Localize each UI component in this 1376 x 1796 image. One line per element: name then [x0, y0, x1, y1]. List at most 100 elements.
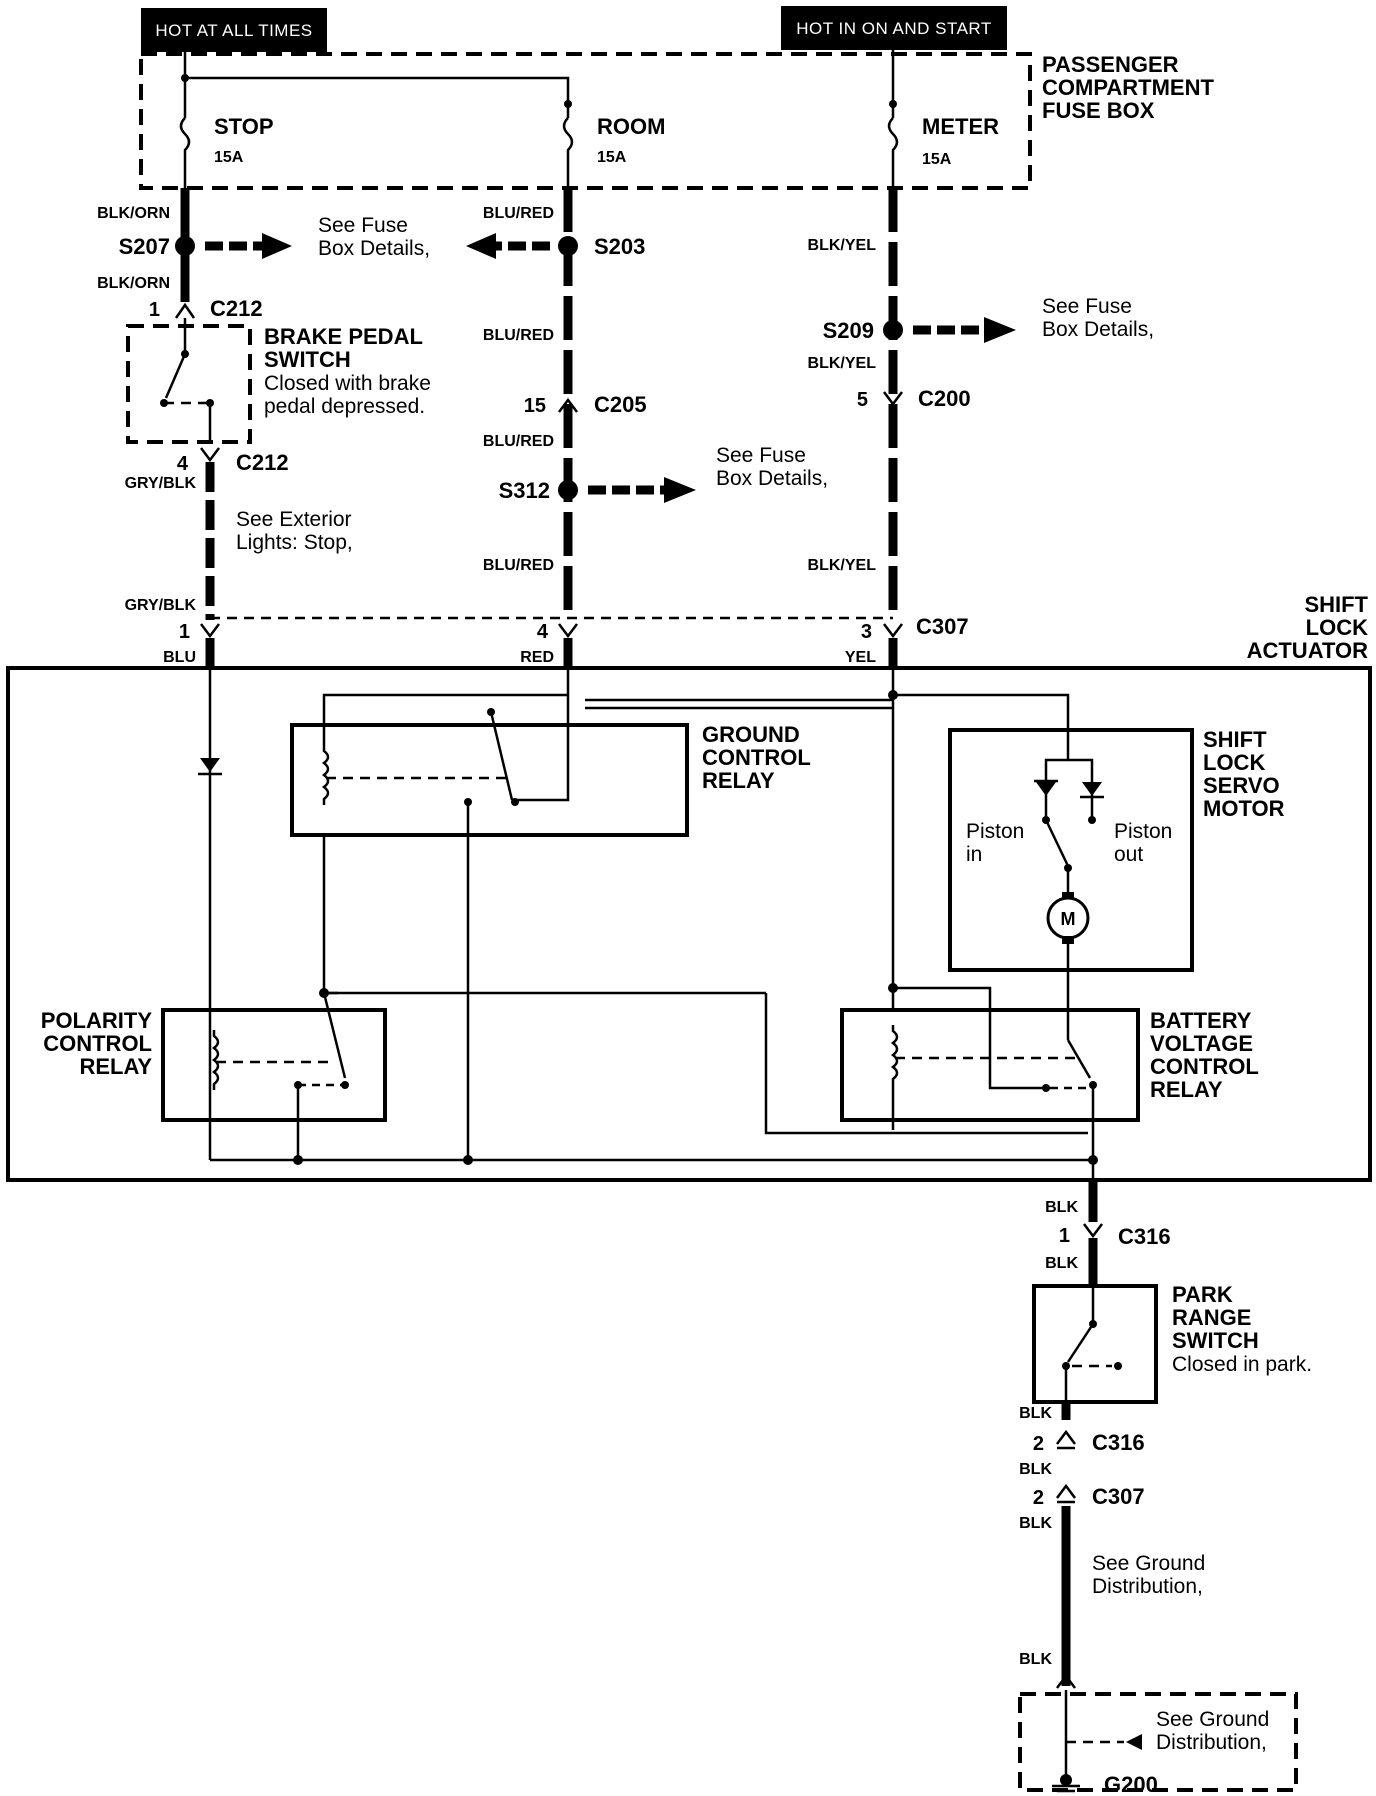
ground-control-relay-box: [290, 723, 689, 837]
wire-label-blk-5: BLK: [1019, 1515, 1052, 1532]
park-switch-title-2: RANGE: [1172, 1305, 1251, 1330]
splice-s209: [883, 320, 903, 340]
actuator-label-1: SHIFT: [1304, 592, 1368, 617]
park-range-switch-box: [1032, 1284, 1158, 1404]
connector-c212-bottom: C212: [236, 450, 289, 475]
battery-relay-label-2: VOLTAGE: [1150, 1031, 1253, 1056]
pin-c212-bottom: 4: [177, 453, 189, 475]
note-see-exterior-2: Lights: Stop,: [236, 531, 353, 554]
fuse-box-label-1: PASSENGER: [1042, 52, 1179, 77]
ground-relay-label-1: GROUND: [702, 722, 800, 747]
note-see-ground-box-1: See Ground: [1156, 1708, 1269, 1731]
park-switch-desc: Closed in park.: [1172, 1353, 1312, 1376]
pin-c307-1: 1: [179, 621, 190, 643]
note-see-ground-1: See Ground: [1092, 1552, 1205, 1575]
wire-label-red: RED: [520, 649, 554, 666]
ground-distribution-box: [1018, 1692, 1298, 1792]
pin-c307-bottom: 2: [1033, 1487, 1044, 1509]
wire-label-blk-4: BLK: [1019, 1461, 1052, 1478]
fuse-stop: STOP 15A: [179, 114, 274, 188]
wire-label-blu-red-4: BLU/RED: [483, 557, 554, 574]
brake-switch-desc-1: Closed with brake: [264, 372, 431, 395]
wire-label-blk-3: BLK: [1019, 1405, 1052, 1422]
splice-s209-label: S209: [823, 318, 874, 343]
actuator-label-3: ACTUATOR: [1247, 638, 1369, 663]
fuse-box-label-2: COMPARTMENT: [1042, 75, 1214, 100]
note-see-fuse-s312-2: Box Details,: [716, 467, 828, 490]
servo-label-3: SERVO: [1203, 773, 1280, 798]
actuator-label-2: LOCK: [1306, 615, 1368, 640]
ground-relay-label-2: CONTROL: [702, 745, 811, 770]
splice-s312-label: S312: [499, 478, 550, 503]
wire-label-blk-yel-3: BLK/YEL: [808, 557, 877, 574]
header-hot-in-on-start-text: HOT IN ON AND START: [796, 19, 992, 38]
polarity-control-relay-box: [161, 1008, 387, 1122]
ground-icon: [1052, 1784, 1080, 1793]
shift-lock-servo-motor-box: [948, 728, 1194, 972]
wire-label-blk-yel-1: BLK/YEL: [808, 237, 877, 254]
fuse-box-label-3: FUSE BOX: [1042, 98, 1155, 123]
connector-c212-top: C212: [210, 296, 263, 321]
splice-s207-label: S207: [119, 234, 170, 259]
pin-c200: 5: [857, 389, 868, 411]
note-see-ground-box-2: Distribution,: [1156, 1731, 1267, 1754]
wire-label-blu-red-2: BLU/RED: [483, 327, 554, 344]
note-see-fuse-s207-1: See Fuse: [318, 214, 408, 237]
connector-c205: C205: [594, 392, 647, 417]
servo-label-1: SHIFT: [1203, 727, 1267, 752]
piston-in-label-2: in: [966, 843, 982, 866]
brake-pedal-switch-box: [126, 324, 252, 444]
note-see-fuse-s312-1: See Fuse: [716, 444, 806, 467]
brake-switch-title-1: BRAKE PEDAL: [264, 324, 423, 349]
splice-s203: [558, 236, 578, 256]
wire-label-yel: YEL: [845, 649, 876, 666]
pin-c316-top: 1: [1059, 1225, 1070, 1247]
wire-label-blu: BLU: [163, 649, 196, 666]
wire-label-gry-blk-2: GRY/BLK: [125, 597, 197, 614]
fuse-meter: METER 15A: [887, 114, 999, 188]
fuse-room-rating: 15A: [597, 149, 627, 166]
connector-c200: C200: [918, 386, 971, 411]
wire-label-blk-yel-2: BLK/YEL: [808, 355, 877, 372]
wire-label-blk-orn-2: BLK/ORN: [97, 275, 170, 292]
header-hot-at-all-times: HOT AT ALL TIMES: [141, 8, 327, 52]
polarity-relay-label-3: RELAY: [79, 1054, 152, 1079]
shift-lock-actuator-box: [6, 666, 1372, 1182]
polarity-relay-label-1: POLARITY: [41, 1008, 153, 1033]
splice-s207: [175, 236, 195, 256]
wire-label-blk-orn-1: BLK/ORN: [97, 205, 170, 222]
pin-c316-bottom: 2: [1033, 1433, 1044, 1455]
battery-relay-label-1: BATTERY: [1150, 1008, 1252, 1033]
fuse-meter-rating: 15A: [922, 151, 952, 168]
servo-label-2: LOCK: [1203, 750, 1265, 775]
note-see-ground-2: Distribution,: [1092, 1575, 1203, 1598]
connector-c316-top: C316: [1118, 1224, 1171, 1249]
polarity-relay-label-2: CONTROL: [43, 1031, 152, 1056]
park-switch-title-1: PARK: [1172, 1282, 1233, 1307]
header-hot-at-all-times-text: HOT AT ALL TIMES: [155, 21, 312, 40]
connector-c307-top: C307: [916, 614, 969, 639]
splice-s312: [558, 480, 578, 500]
piston-out-label-1: Piston: [1114, 820, 1172, 843]
fuse-room-name: ROOM: [597, 114, 665, 139]
connector-c316-bottom: C316: [1092, 1430, 1145, 1455]
park-switch-title-3: SWITCH: [1172, 1328, 1259, 1353]
fuse-stop-rating: 15A: [214, 149, 244, 166]
wire-label-blu-red-1: BLU/RED: [483, 205, 554, 222]
battery-relay-label-3: CONTROL: [1150, 1054, 1259, 1079]
ground-g200-label: G200: [1104, 1772, 1158, 1796]
splice-s203-label: S203: [594, 234, 645, 259]
wire-label-blk-1: BLK: [1045, 1199, 1078, 1216]
battery-relay-label-4: RELAY: [1150, 1077, 1223, 1102]
note-see-fuse-s209-1: See Fuse: [1042, 295, 1132, 318]
brake-switch-desc-2: pedal depressed.: [264, 395, 425, 418]
servo-label-4: MOTOR: [1203, 796, 1285, 821]
piston-out-label-2: out: [1114, 843, 1143, 866]
wire-label-blk-2: BLK: [1045, 1255, 1078, 1272]
brake-switch-title-2: SWITCH: [264, 347, 351, 372]
note-see-exterior-1: See Exterior: [236, 508, 352, 531]
pin-c205: 15: [524, 395, 546, 417]
note-see-fuse-s207-2: Box Details,: [318, 237, 430, 260]
note-see-fuse-s209-2: Box Details,: [1042, 318, 1154, 341]
